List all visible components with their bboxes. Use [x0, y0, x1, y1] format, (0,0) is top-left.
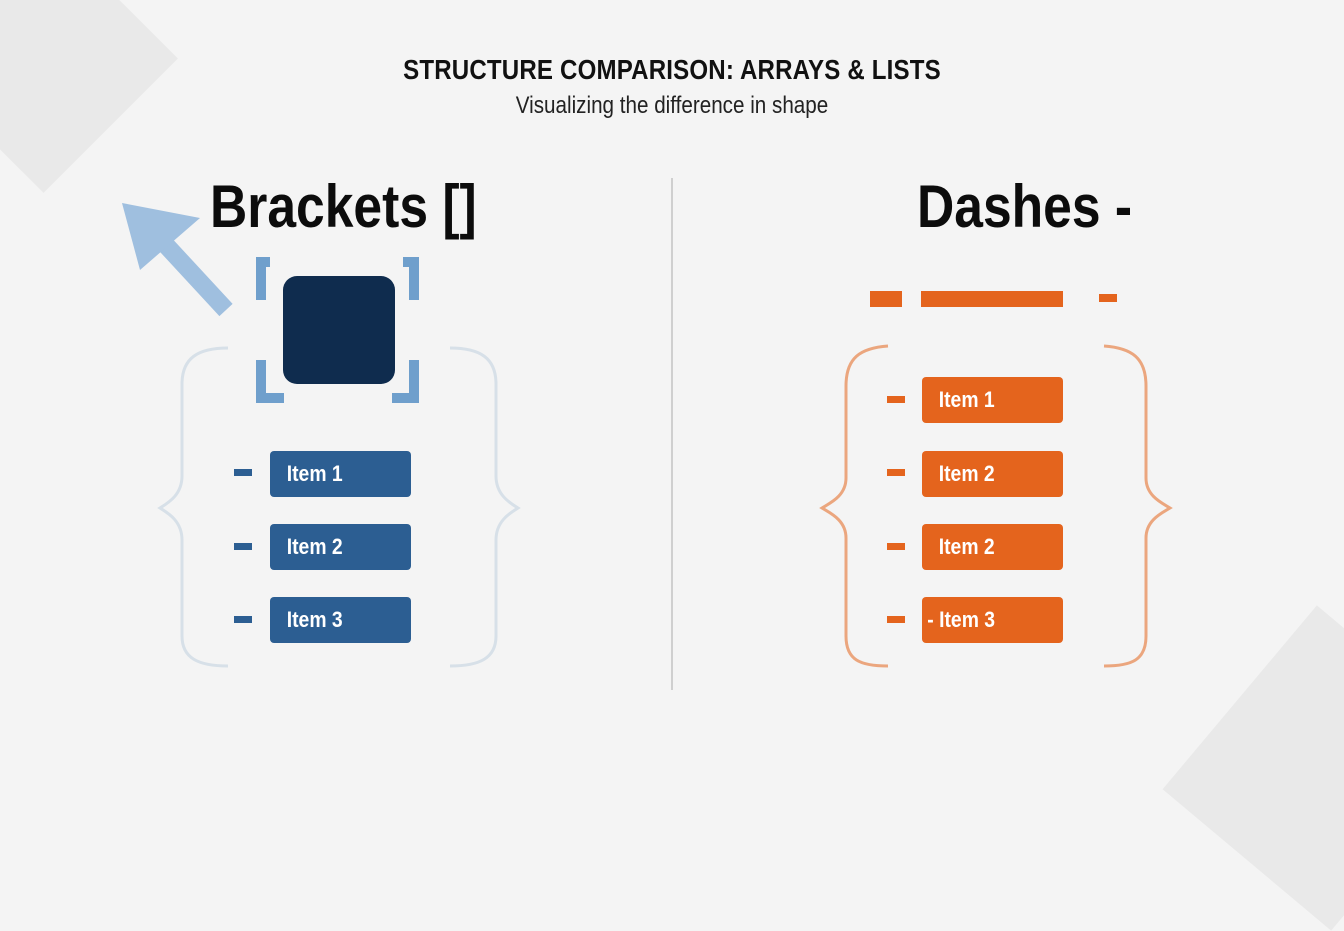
brackets-heading: Brackets [] — [210, 173, 477, 240]
left-item-dash — [234, 543, 252, 550]
left-item-dash — [234, 616, 252, 623]
dash-bar-3 — [1099, 294, 1117, 302]
center-divider — [671, 178, 673, 690]
right-item-dash — [887, 469, 905, 476]
array-block — [283, 276, 395, 384]
right-list-item-4: - Item 3 — [922, 597, 1063, 643]
left-brace-open — [157, 346, 229, 668]
right-item-dash — [887, 616, 905, 623]
page-subtitle: Visualizing the difference in shape — [515, 92, 829, 119]
right-list-item-3: Item 2 — [922, 524, 1063, 570]
left-list-item-3: Item 3 — [270, 597, 411, 643]
arrow-up-left-icon — [122, 203, 233, 317]
dash-bar-1 — [870, 291, 902, 307]
bracket-corners — [256, 257, 419, 403]
right-item-dash — [887, 396, 905, 403]
right-list-item-2: Item 2 — [922, 451, 1063, 497]
right-item-dash — [887, 543, 905, 550]
left-brace-close — [449, 346, 521, 668]
page-title: STRUCTURE COMPARISON: ARRAYS & LISTS — [403, 54, 941, 85]
diagram-graphics — [122, 203, 1173, 668]
left-item-dash — [234, 469, 252, 476]
left-list-item-2: Item 2 — [270, 524, 411, 570]
right-list-item-1: Item 1 — [922, 377, 1063, 423]
right-brace-open — [819, 344, 889, 668]
dashes-heading: Dashes - — [917, 173, 1133, 240]
right-brace-close — [1103, 344, 1173, 668]
dash-bar-2 — [921, 291, 1063, 307]
left-list-item-1: Item 1 — [270, 451, 411, 497]
